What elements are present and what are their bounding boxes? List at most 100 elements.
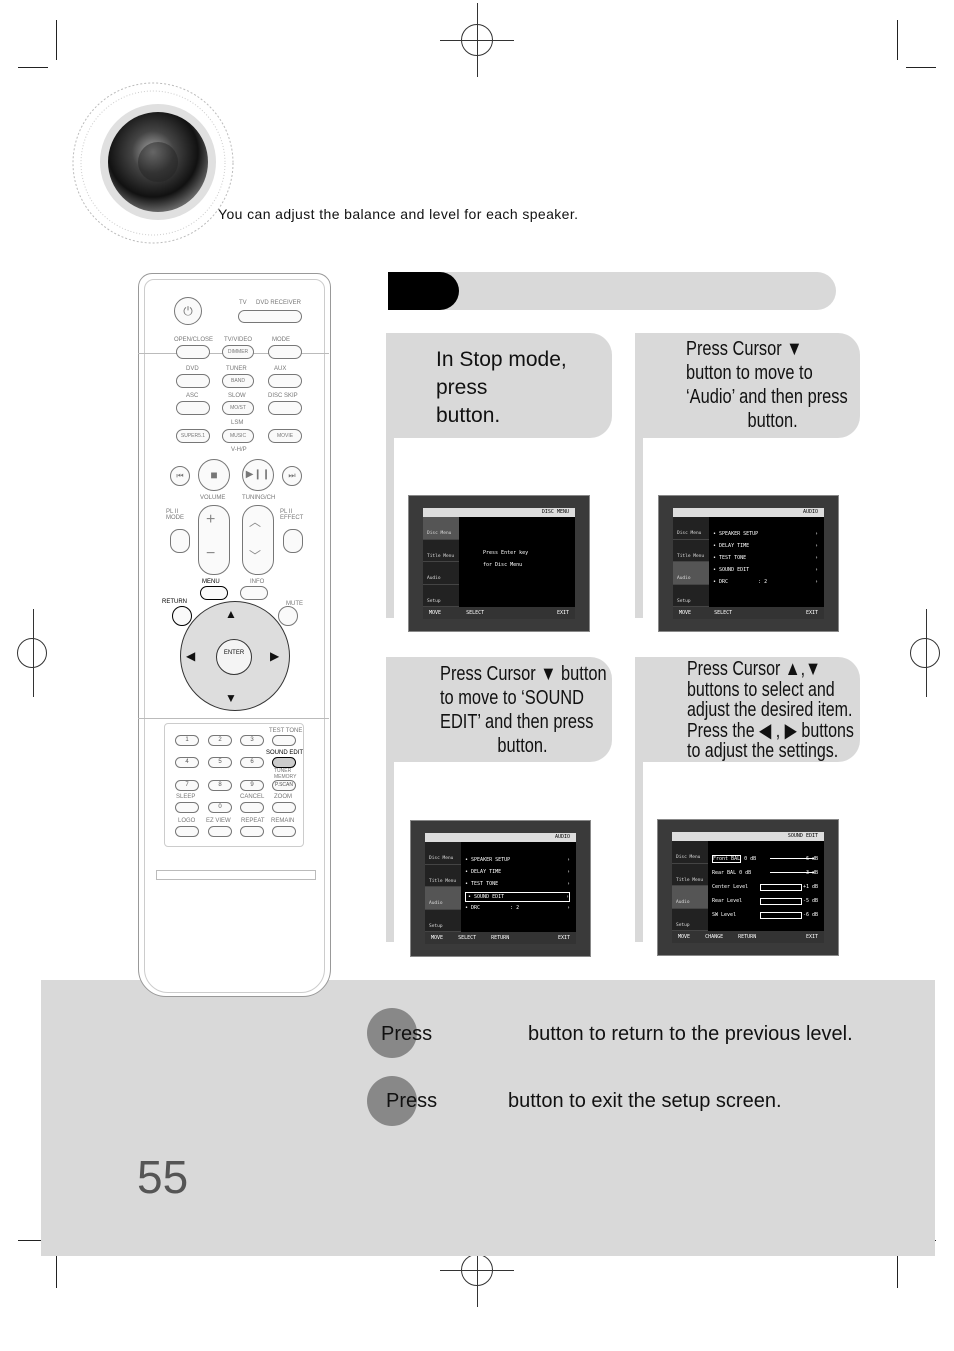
step-line: Press Cursor ▲,▼ xyxy=(687,658,821,680)
digit-0-button[interactable]: 0 xyxy=(208,802,232,813)
enter-button[interactable]: ENTER xyxy=(216,639,252,675)
stop-icon[interactable]: ■ xyxy=(198,459,230,491)
osd-menu-label: DRC xyxy=(471,905,481,911)
osd-side-item: Setup xyxy=(672,909,708,931)
mute-button[interactable] xyxy=(278,606,298,626)
direction-pad[interactable] xyxy=(180,601,290,711)
logo-button[interactable] xyxy=(175,826,199,837)
remote-label: OPEN/CLOSE xyxy=(174,337,214,343)
tv-dvd-selector[interactable] xyxy=(238,310,302,323)
ez-view-button[interactable] xyxy=(208,826,232,837)
test-tone-button[interactable] xyxy=(272,735,296,746)
osd-menu-item: • DRC: 2› xyxy=(465,905,570,911)
sound-edit-button[interactable] xyxy=(272,757,296,768)
sleep-button[interactable] xyxy=(175,802,199,813)
pscan-button[interactable]: P.SCAN xyxy=(272,780,296,791)
note-bullet-icon xyxy=(367,1076,417,1126)
arrow-right-icon[interactable]: ▶ xyxy=(270,649,280,663)
aux-button[interactable] xyxy=(268,374,302,388)
osd-menu-label: SOUND EDIT xyxy=(474,894,505,900)
remain-button[interactable] xyxy=(272,826,296,837)
dimmer-button[interactable]: DIMMER xyxy=(222,345,254,359)
osd-level-row: Rear Level-5 dB xyxy=(712,898,818,905)
volume-rocker[interactable] xyxy=(198,505,230,575)
crop-mark xyxy=(906,67,936,68)
dvd-button[interactable] xyxy=(176,374,210,388)
crop-mark xyxy=(897,20,898,60)
remote-label: VOLUME xyxy=(200,495,226,501)
osd-level-db: -6 dB xyxy=(802,856,818,862)
movie-button[interactable]: MOVIE xyxy=(268,429,302,443)
disc-skip-button[interactable] xyxy=(268,401,302,415)
digit-1-button[interactable]: 1 xyxy=(175,735,199,746)
step-line: to adjust the settings. xyxy=(687,740,839,762)
play-pause-icon[interactable]: ▶❙❙ xyxy=(242,459,274,491)
step-line: button. xyxy=(747,410,798,432)
remote-label: REMAIN xyxy=(271,818,295,824)
open-close-button[interactable] xyxy=(176,345,210,359)
remote-label: TV xyxy=(239,300,247,306)
zoom-button[interactable] xyxy=(272,802,296,813)
cancel-button[interactable] xyxy=(240,802,264,813)
osd-level-label: Front BAL xyxy=(712,855,742,863)
osd-level-db: -6 dB xyxy=(802,912,818,918)
remote-label: MUTE xyxy=(286,601,303,607)
skip-back-icon[interactable]: ⏮ xyxy=(170,466,190,486)
return-button[interactable] xyxy=(172,606,192,626)
digit-3-button[interactable]: 3 xyxy=(240,735,264,746)
digit-8-button[interactable]: 8 xyxy=(208,780,232,791)
step-2-text: Press Cursor ▼ button to move to ‘Audio’… xyxy=(686,337,854,433)
registration-mark xyxy=(910,609,940,697)
digit-5-button[interactable]: 5 xyxy=(208,757,232,768)
arrow-left-icon[interactable]: ◀ xyxy=(186,649,196,663)
osd-sidebar: Disc Menu Title Menu Audio Setup xyxy=(423,517,459,607)
step-line: Press the ◀ , ▶ buttons xyxy=(687,719,854,742)
repeat-button[interactable] xyxy=(240,826,264,837)
keypad-area xyxy=(164,723,304,847)
power-button[interactable]: ⏻ xyxy=(174,297,202,325)
osd-footer: MOVE SELECT EXIT xyxy=(423,607,575,619)
skip-forward-icon[interactable]: ⏭ xyxy=(282,466,302,486)
pl2-mode-button[interactable] xyxy=(170,529,190,553)
osd-footer: MOVE SELECT EXIT xyxy=(673,607,824,619)
osd-side-item: Setup xyxy=(425,910,461,932)
remote-label: EZ VIEW xyxy=(206,818,231,824)
osd-title: SOUND EDIT xyxy=(672,832,824,841)
minus-icon: − xyxy=(206,545,216,562)
step-line: to move to ‘SOUND xyxy=(440,687,584,709)
osd-footer-item: SELECT xyxy=(458,935,477,941)
osd-level-value: 0 dB xyxy=(739,870,752,876)
step-4-text: Press Cursor ▲,▼ buttons to select and a… xyxy=(687,659,855,762)
info-button[interactable] xyxy=(240,586,268,600)
remote-label: ZOOM xyxy=(274,794,292,800)
super51-button[interactable]: SUPER5.1 xyxy=(176,429,210,443)
step-line: EDIT’ and then press xyxy=(440,711,594,733)
mode-button[interactable] xyxy=(268,345,302,359)
band-button[interactable]: BAND xyxy=(222,374,254,388)
digit-9-button[interactable]: 9 xyxy=(240,780,264,791)
mo-st-button[interactable]: MO/ST xyxy=(222,401,254,415)
digit-4-button[interactable]: 4 xyxy=(175,757,199,768)
music-button[interactable]: MUSIC xyxy=(222,429,254,443)
osd-sidebar: Disc Menu Title Menu Audio Setup xyxy=(672,841,708,931)
tuning-rocker[interactable] xyxy=(242,505,274,575)
pl2-effect-button[interactable] xyxy=(283,529,303,553)
osd-level-db: -5 dB xyxy=(802,898,818,904)
step-line: ‘Audio’ and then press xyxy=(686,386,848,408)
asc-button[interactable] xyxy=(176,401,210,415)
arrow-down-icon[interactable]: ▼ xyxy=(225,691,237,705)
osd-side-item: Setup xyxy=(673,585,709,607)
digit-7-button[interactable]: 7 xyxy=(175,780,199,791)
osd-menu-value: : 2 xyxy=(758,579,768,585)
arrow-up-icon[interactable]: ▲ xyxy=(225,607,237,621)
osd-level-db: +1 dB xyxy=(802,884,818,890)
digit-2-button[interactable]: 2 xyxy=(208,735,232,746)
osd-footer-item: EXIT xyxy=(557,935,570,941)
digit-6-button[interactable]: 6 xyxy=(240,757,264,768)
osd-level-label: Rear BAL xyxy=(712,870,737,876)
menu-button[interactable] xyxy=(200,586,228,600)
note-bullet-icon xyxy=(367,1008,417,1058)
osd-menu-item: • TEST TONE› xyxy=(713,555,818,561)
remote-label: V-H/P xyxy=(231,447,247,453)
osd-menu-item-selected: • SOUND EDIT› xyxy=(465,892,570,902)
